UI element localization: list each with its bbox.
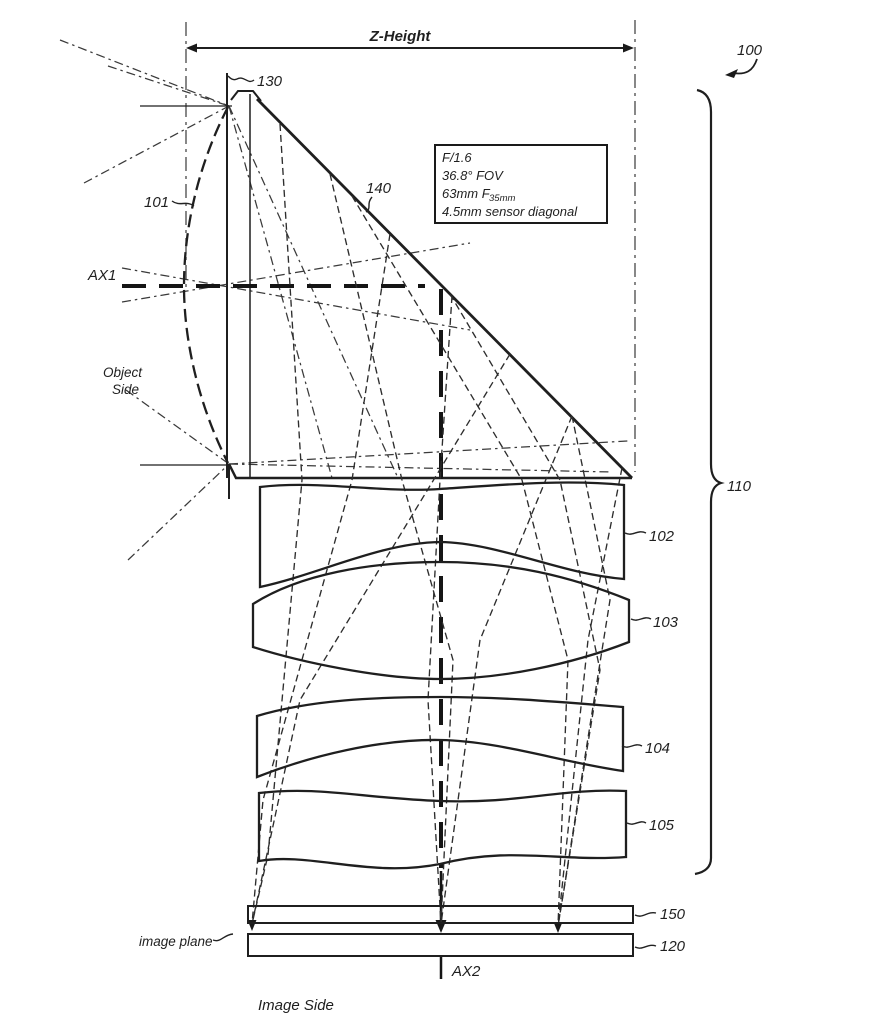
label-140: 140 [366,180,392,197]
z-height-guide-lines [185,20,636,472]
lens-element-102 [258,481,626,589]
label-110: 110 [727,478,752,495]
label-120: 120 [660,938,686,955]
image-plane-label: image plane [139,934,213,949]
sensor-assembly [247,905,634,957]
object-side-text-line2: Side [112,382,139,397]
spec-focal: 63mm F [442,186,491,201]
z-height-dimension: Z-Height [186,28,634,53]
lens-stack [251,481,631,870]
object-side-text-line1: Object [103,365,143,380]
lens-surface-101 [182,106,230,464]
label-ax1: AX1 [87,267,116,284]
optical-axes [122,284,447,979]
z-height-label: Z-Height [369,28,432,45]
lens-element-104 [255,695,625,779]
label-105: 105 [649,817,675,834]
label-130: 130 [257,73,283,90]
dimension-arrowhead-left [186,43,197,53]
label-150: 150 [660,906,686,923]
spec-fov: 36.8° FOV [442,168,504,183]
image-side-ray-bundles [247,123,623,933]
sensor-120 [247,933,634,957]
lens-element-103 [251,560,631,681]
dimension-arrowhead-right [623,43,634,53]
lens-element-105 [257,789,628,870]
label-102: 102 [649,528,675,545]
spec-f-number: F/1.6 [442,150,472,165]
group-brace-110 [694,88,725,876]
spec-focal-subscript: 35mm [489,193,515,204]
label-100: 100 [737,42,763,59]
fold-mirror-140 [256,98,633,479]
ir-filter-150 [247,905,634,924]
spec-sensor: 4.5mm sensor diagonal [442,204,578,219]
label-103: 103 [653,614,679,631]
spec-box: F/1.6 36.8° FOV 63mm F 35mm 4.5mm sensor… [434,144,608,224]
label-101: 101 [144,194,169,211]
label-ax2: AX2 [451,963,481,980]
label-104: 104 [645,740,670,757]
focus-arrowhead-right [553,922,563,933]
object-side-rays [59,39,629,561]
leader-lines [171,75,657,949]
reference-arrow-100 [725,58,758,78]
image-side-text: Image Side [258,997,334,1014]
